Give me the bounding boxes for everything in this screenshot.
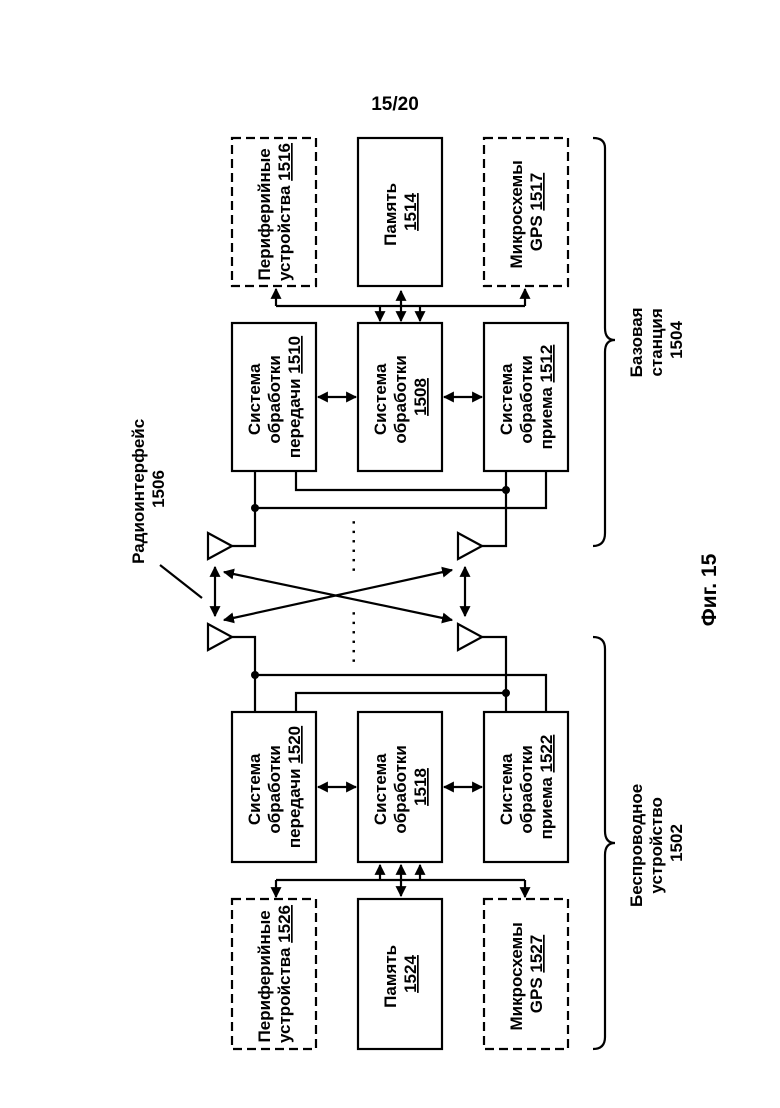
wd-group-label: Беспроводное устройство 1502 — [627, 779, 686, 907]
wd-rx-label: Система обработки приема 1522 — [497, 735, 556, 840]
radio-interface-label: Радиоинтерфейс 1506 — [129, 414, 168, 564]
wd-peripherals-box — [232, 899, 316, 1049]
wd-gps-box — [484, 899, 568, 1049]
bs-tx-to-rx-wire — [296, 471, 506, 490]
bs-group-label: Базовая станция 1504 — [627, 303, 686, 378]
wd-antenna-right — [458, 624, 482, 650]
ellipsis-bottom: . . . . . . — [340, 611, 359, 663]
bs-brace — [593, 138, 615, 546]
bs-rx-right-wire — [506, 471, 546, 508]
bs-antenna-left — [208, 533, 232, 559]
wd-antenna-left — [208, 624, 232, 650]
wd-peripherals-label: Периферийные устройства 1526 — [255, 905, 294, 1043]
bs-gps-box — [484, 138, 568, 286]
page-number: 15/20 — [371, 94, 419, 115]
ellipsis-top: . . . . . . — [340, 520, 359, 572]
wd-brace — [593, 637, 615, 1049]
wd-rx-right-wire — [506, 675, 546, 712]
wd-memory-box — [358, 899, 442, 1049]
bs-antenna-right — [458, 533, 482, 559]
bs-rx-label: Система обработки приема 1512 — [497, 345, 556, 450]
bs-memory-box — [358, 138, 442, 286]
base-station-group: Периферийные устройства 1516 Память 1514… — [208, 138, 686, 559]
bs-junction-dot-2 — [502, 486, 510, 494]
wd-tx-to-rx-wire — [296, 693, 506, 712]
wd-junction-dot-1 — [251, 671, 259, 679]
wd-junction-dot-2 — [502, 689, 510, 697]
bs-peripherals-label: Периферийные устройства 1516 — [255, 143, 294, 281]
wireless-device-group: Система обработки передачи 1520 Система … — [208, 624, 686, 1049]
bs-peripherals-box — [232, 138, 316, 286]
figure-caption: Фиг. 15 — [698, 553, 721, 626]
bs-junction-dot-1 — [251, 504, 259, 512]
radio-interface-leader-line — [160, 565, 202, 598]
